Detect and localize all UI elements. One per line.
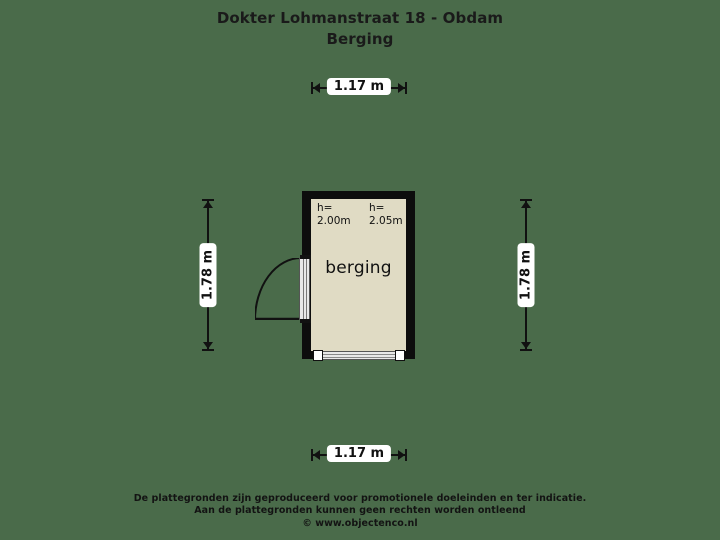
door-jamb-top [300, 255, 311, 259]
door-jamb-bottom [300, 319, 311, 323]
ceiling-height-right: h= 2.05m [369, 202, 403, 227]
dimension-cap-top [202, 199, 214, 201]
arrow-up-icon [203, 201, 213, 208]
dimension-label-top: 1.17 m [326, 78, 392, 95]
dimension-cap-top [520, 199, 532, 201]
arrow-up-icon [521, 201, 531, 208]
arrow-down-icon [521, 342, 531, 349]
dimension-cap-left [311, 449, 313, 461]
window-pane [322, 351, 396, 360]
dimension-bottom: 1.17 m [311, 445, 407, 463]
title-subtitle: Berging [326, 30, 394, 48]
footer-disclaimer: De plattegronden zijn geproduceerd voor … [0, 493, 720, 531]
footer-line-2: Aan de plattegronden kunnen geen rechten… [194, 505, 526, 516]
room-label-berging: berging [325, 258, 392, 278]
dimension-cap-right [405, 82, 407, 94]
dimension-right: 1.78 m [517, 199, 535, 351]
dimension-cap-bottom [520, 349, 532, 351]
window-bottom-wall [313, 350, 405, 361]
dimension-cap-bottom [202, 349, 214, 351]
door-leaf [299, 258, 310, 320]
footer-line-1: De plattegronden zijn geproduceerd voor … [133, 492, 587, 504]
dimension-left: 1.78 m [199, 199, 217, 351]
dimension-label-left: 1.78 m [199, 242, 217, 308]
arrow-right-icon [398, 450, 405, 460]
ceiling-height-left: h= 2.00m [317, 202, 351, 227]
door-swing-left-wall [255, 255, 311, 323]
arrow-down-icon [203, 342, 213, 349]
window-jamb-right [395, 350, 405, 361]
arrow-left-icon [313, 83, 320, 93]
footer-copyright: © www.objectenco.nl [302, 517, 418, 529]
window-jamb-left [313, 350, 323, 361]
door-swing-arc-icon [255, 258, 301, 320]
dimension-top: 1.17 m [311, 78, 407, 96]
dimension-cap-right [405, 449, 407, 461]
dimension-cap-left [311, 82, 313, 94]
room-berging [311, 199, 406, 351]
arrow-left-icon [313, 450, 320, 460]
dimension-label-right: 1.78 m [517, 242, 535, 308]
arrow-right-icon [398, 83, 405, 93]
dimension-label-bottom: 1.17 m [326, 445, 392, 462]
title-address: Dokter Lohmanstraat 18 - Obdam [216, 9, 504, 27]
page-title: Dokter Lohmanstraat 18 - Obdam Berging [0, 8, 720, 50]
